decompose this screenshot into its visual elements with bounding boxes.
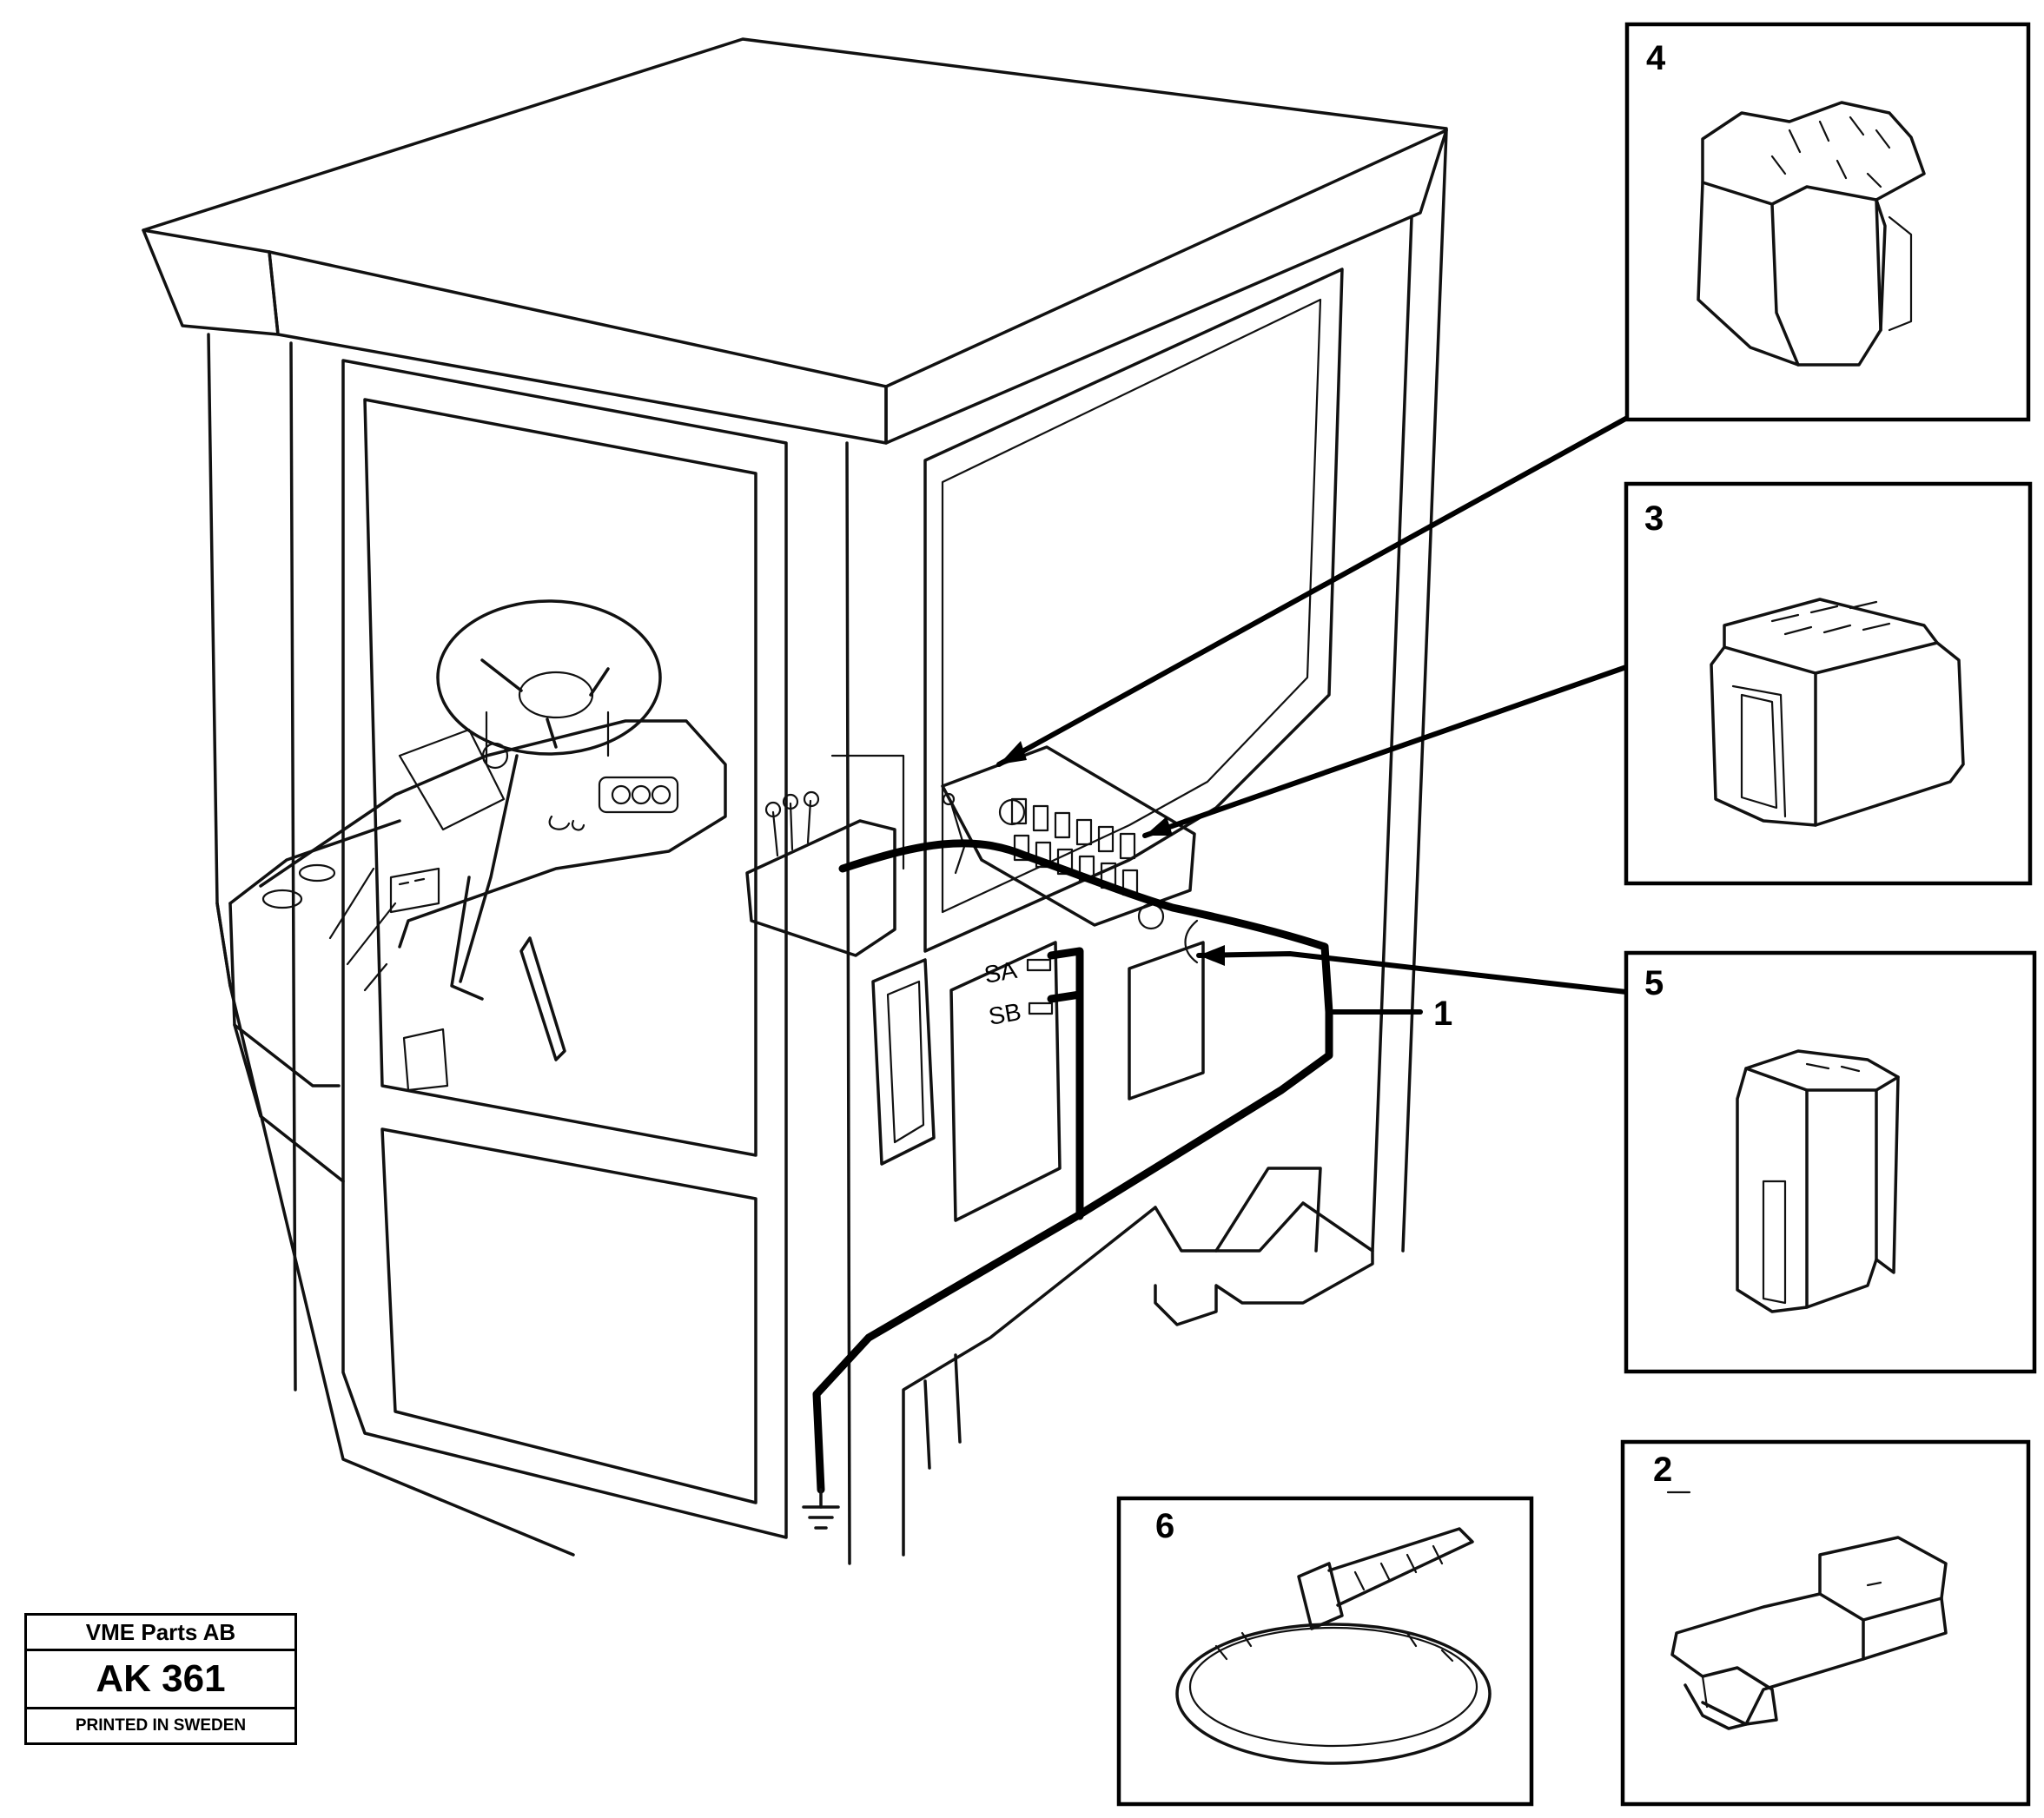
connector-5-icon	[1736, 1049, 1900, 1313]
connector-3-icon	[1710, 598, 1965, 827]
cable-tie-icon	[1175, 1527, 1492, 1765]
leader-lines	[996, 414, 1631, 1015]
callout-2: 2	[1653, 1451, 1672, 1489]
callout-4: 4	[1646, 39, 1666, 77]
box-connector-2: 2	[1620, 1439, 2031, 1807]
fuse-panel	[941, 745, 1196, 930]
connector-4-icon	[1697, 101, 1926, 367]
dashboard-interior	[259, 599, 905, 1092]
callout-5: 5	[1644, 964, 1664, 1002]
label-sa: SA	[982, 956, 1019, 988]
cab-outline	[142, 37, 1448, 1565]
title-stamp: VME Parts AB AK 361 PRINTED IN SWEDEN	[24, 1613, 297, 1745]
stamp-company: VME Parts AB	[27, 1616, 294, 1651]
callout-6: 6	[1155, 1507, 1174, 1545]
box-connector-5: 5	[1624, 950, 2037, 1374]
stamp-code: AK 361	[27, 1651, 294, 1709]
label-sb: SB	[987, 998, 1023, 1030]
lower-panels: SA SB	[871, 941, 1205, 1222]
box-connector-3: 3	[1624, 481, 2033, 886]
wiring-harness	[802, 839, 1333, 1530]
stamp-printed: PRINTED IN SWEDEN	[75, 1716, 247, 1735]
connector-2-icon	[1670, 1536, 1948, 1730]
box-connector-4: 4	[1624, 22, 2031, 422]
callout-3: 3	[1644, 499, 1664, 538]
callout-1: 1	[1433, 995, 1452, 1033]
box-cable-tie-6: 6	[1116, 1496, 1534, 1807]
